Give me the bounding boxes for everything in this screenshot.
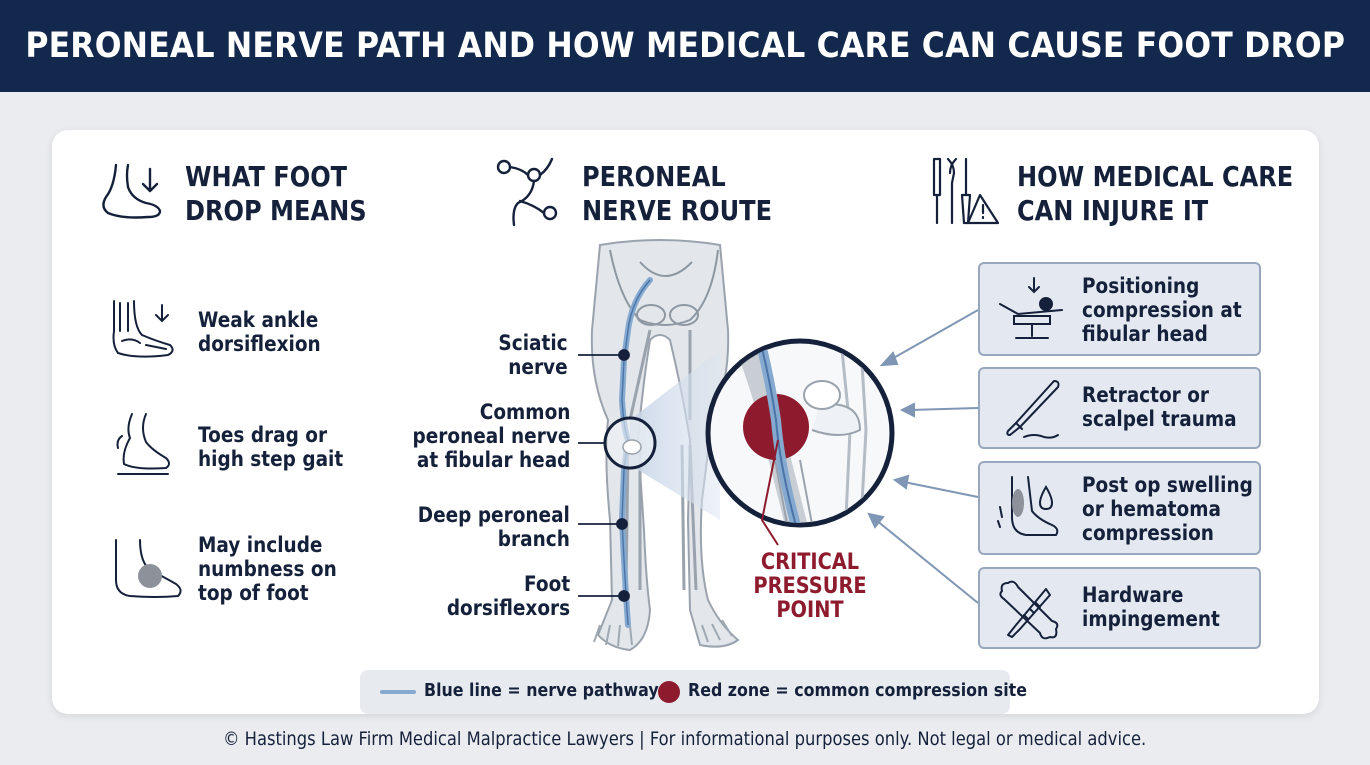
header-banner: PERONEAL NERVE PATH AND HOW MEDICAL CARE… — [0, 0, 1370, 92]
footer: © Hastings Law Firm Medical Malpractice … — [0, 728, 1370, 750]
risk-item-positioning: Positioning compression at fibular head — [978, 262, 1261, 356]
surgical-table-icon — [994, 274, 1068, 344]
footer-text: © Hastings Law Firm Medical Malpractice … — [223, 728, 1147, 750]
deep-peroneal-label: Deep peroneal branch — [417, 503, 570, 551]
legend-nerve-text: Blue line = nerve pathway — [424, 680, 659, 701]
sciatic-nerve-label: Sciatic nerve — [498, 331, 568, 379]
bone-screw-icon — [994, 575, 1064, 645]
pelvis-illustration — [609, 249, 719, 326]
foot-dorsiflexors-label: Foot dorsiflexors — [446, 572, 570, 620]
legend-zone-text: Red zone = common compression site — [688, 680, 1027, 701]
legend-nerve-swatch — [380, 690, 416, 694]
foot-drop-item-1: Weak ankle dorsiflexion — [198, 308, 321, 356]
nerve-route-title: PERONEAL NERVE ROUTE — [582, 160, 773, 227]
label-connectors — [578, 349, 630, 602]
critical-pressure-label: CRITICAL PRESSURE POINT — [753, 550, 867, 623]
foot-drop-title: WHAT FOOT DROP MEANS — [185, 160, 367, 227]
surgical-tools-warning-icon — [928, 155, 1002, 229]
medical-care-title: HOW MEDICAL CARE CAN INJURE IT — [1017, 160, 1294, 227]
foot-drop-item-2: Toes drag or high step gait — [198, 423, 344, 471]
scalpel-icon — [994, 375, 1064, 443]
risk-arrows — [867, 309, 979, 604]
legend-zone-swatch — [658, 681, 680, 703]
toe-drag-foot-icon — [112, 408, 174, 478]
page-title: PERONEAL NERVE PATH AND HOW MEDICAL CARE… — [25, 26, 1345, 66]
numb-foot-icon — [110, 536, 186, 602]
foot-drop-icon — [98, 157, 168, 227]
risk-item-swelling: Post op swelling or hematoma compression — [978, 461, 1261, 555]
risk-item-retractor: Retractor or scalpel trauma — [978, 367, 1261, 449]
foot-drop-item-3: May include numbness on top of foot — [198, 533, 337, 605]
swelling-droplet-icon — [994, 473, 1064, 545]
feet-bones — [593, 619, 733, 647]
risk-item-hardware: Hardware impingement — [978, 567, 1261, 649]
zoom-beam — [630, 350, 720, 520]
nerve-route-icon — [494, 155, 568, 229]
critical-pointer — [760, 439, 779, 546]
ankle-bones-icon — [106, 297, 180, 361]
common-peroneal-label: Common peroneal nerve at fibular head — [412, 400, 570, 472]
legend: Blue line = nerve pathway Red zone = com… — [360, 670, 1027, 714]
